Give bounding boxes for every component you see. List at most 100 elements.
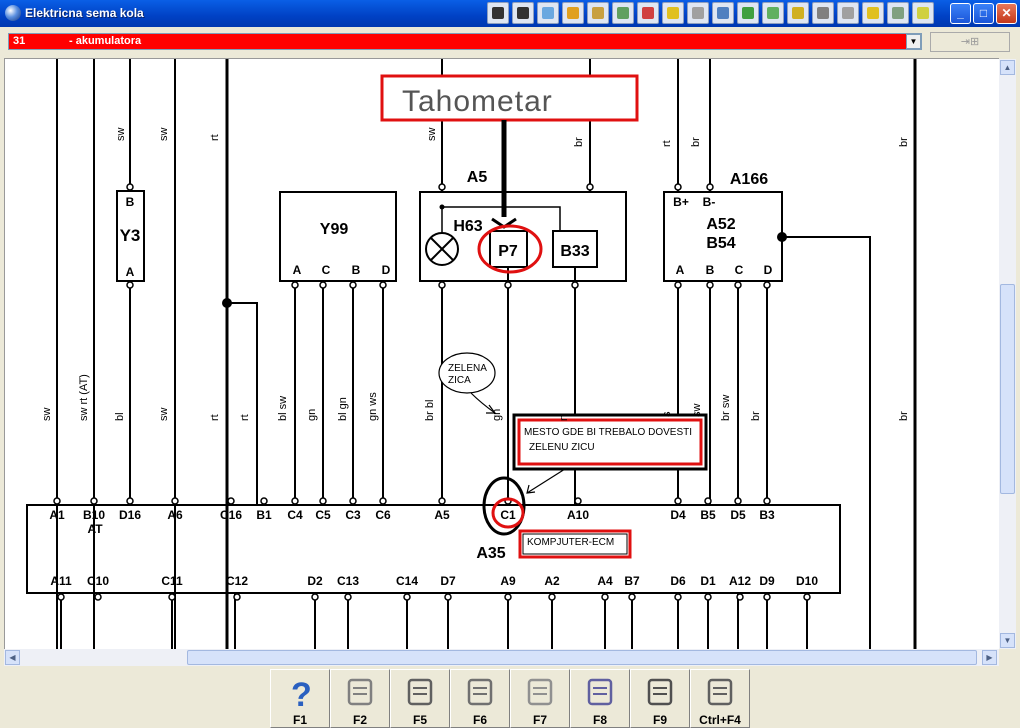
green-wire-label-1: ZELENA (448, 363, 487, 374)
toolbar-button-14[interactable] (812, 2, 834, 24)
scroll-left-button[interactable]: ◀ (5, 650, 20, 665)
ecm-pin-label: C10 (87, 574, 109, 588)
toolbar-button-3[interactable] (537, 2, 559, 24)
ecm-pin-label: A12 (729, 574, 751, 588)
toolbar-button-10[interactable] (712, 2, 734, 24)
component-icon (667, 7, 679, 19)
wire-color-label: br (898, 137, 910, 147)
window-title: Elektricna sema kola (25, 6, 144, 20)
schematic-canvas[interactable]: Tahometar ZELENA ZICA MESTO GDE BI TREBA… (4, 58, 999, 650)
pin-connector (803, 593, 811, 601)
toolbar-button-1[interactable] (487, 2, 509, 24)
y3-pin-b: B (126, 195, 135, 209)
toolbar-button-7[interactable] (637, 2, 659, 24)
pin-connector (319, 497, 327, 505)
wire-color-label: br (573, 137, 585, 147)
function-key-ctrl-f4[interactable]: Ctrl+F4 (690, 669, 750, 728)
tools-icon (817, 7, 829, 19)
scroll-right-button[interactable]: ▶ (982, 650, 997, 665)
function-key-f2[interactable]: F2 (330, 669, 390, 728)
ecm-pin-label: A6 (167, 508, 183, 522)
help-icon: ? (285, 674, 315, 714)
a166-label: A166 (730, 171, 768, 188)
ecm-pin-label: D16 (119, 508, 141, 522)
vertical-scroll-thumb[interactable] (1000, 284, 1015, 494)
toolbar-button-8[interactable] (662, 2, 684, 24)
a166-pin-c: C (735, 263, 744, 277)
toolbar-button-11[interactable] (737, 2, 759, 24)
circuit-selector[interactable]: 31 - akumulatora (8, 33, 922, 50)
pin-connector (574, 497, 582, 505)
y3-label: Y3 (120, 226, 141, 245)
toolbar-button-5[interactable] (587, 2, 609, 24)
pin-connector (349, 497, 357, 505)
goto-button[interactable]: ⇥⊞ (930, 32, 1010, 52)
wire-color-label: rt (558, 414, 570, 421)
ecm-pin-label: A2 (544, 574, 560, 588)
table-icon (705, 674, 735, 710)
wire-color-label: gn (491, 409, 503, 421)
warning-icon (867, 7, 879, 19)
selector-dropdown-button[interactable]: ▼ (906, 34, 921, 49)
toolbar-button-13[interactable] (787, 2, 809, 24)
wire-color-label: sw (158, 128, 170, 142)
function-key-f8[interactable]: F8 (570, 669, 630, 728)
a5-label: A5 (467, 169, 488, 186)
toolbar-button-6[interactable] (612, 2, 634, 24)
pin-connector (763, 593, 771, 601)
pin-connector (734, 497, 742, 505)
relay-icon (642, 7, 654, 19)
pin-connector (53, 497, 61, 505)
horizontal-scrollbar[interactable]: ◀ ▶ (4, 649, 999, 666)
wire-color-label: sw (41, 408, 53, 422)
function-key-f6[interactable]: F6 (450, 669, 510, 728)
wire-color-label: sw (115, 128, 127, 142)
maximize-button[interactable]: □ (973, 3, 994, 24)
horizontal-scroll-thumb[interactable] (187, 650, 977, 665)
wire-color-label: sw (426, 128, 438, 142)
y3-pin-a: A (126, 265, 135, 279)
ecm-pin-label: D5 (730, 508, 746, 522)
wire-color-label: bl (114, 412, 126, 421)
close-button[interactable]: ✕ (996, 3, 1017, 24)
toolbar-button-2[interactable] (512, 2, 534, 24)
wire-color-label: gn (306, 409, 318, 421)
ecm-pin-label: C14 (396, 574, 418, 588)
pin-connector (704, 593, 712, 601)
toolbar-button-4[interactable] (562, 2, 584, 24)
ecm-pin-label: D9 (759, 574, 775, 588)
toolbar-button-15[interactable] (837, 2, 859, 24)
scroll-up-button[interactable]: ▲ (1000, 60, 1015, 75)
pin-connector (171, 497, 179, 505)
function-key-f7[interactable]: F7 (510, 669, 570, 728)
chevron-down-icon: ▼ (1003, 636, 1012, 645)
toolbar-button-18[interactable] (912, 2, 934, 24)
b54-label: B54 (706, 235, 735, 252)
chevron-left-icon: ◀ (9, 653, 16, 662)
scroll-down-button[interactable]: ▼ (1000, 633, 1015, 648)
vertical-scrollbar[interactable]: ▲ ▼ (999, 59, 1016, 649)
pin-connector (504, 593, 512, 601)
a166-pin-b: B (706, 263, 715, 277)
toolbar-button-9[interactable] (687, 2, 709, 24)
wire-color-label: gn ws (367, 392, 379, 421)
pin-connector (674, 497, 682, 505)
a166-pin-a: A (676, 263, 685, 277)
toolbar-button-12[interactable] (762, 2, 784, 24)
pin-connector (403, 593, 411, 601)
y99-pin-3: B (352, 263, 361, 277)
minimize-button[interactable]: _ (950, 3, 971, 24)
function-key-f9[interactable]: F9 (630, 669, 690, 728)
toolbar-button-17[interactable] (887, 2, 909, 24)
maximize-icon: □ (979, 6, 988, 20)
wire-color-label: rt (209, 414, 221, 421)
ecm-pin-label: A11 (50, 574, 72, 588)
function-key-f5[interactable]: F5 (390, 669, 450, 728)
wire-color-label: sw rt (AT) (78, 374, 90, 421)
function-key-f1[interactable]: ?F1 (270, 669, 330, 728)
toolbar-button-16[interactable] (862, 2, 884, 24)
list-icon (892, 7, 904, 19)
pin-connector (94, 593, 102, 601)
ruler-icon (525, 674, 555, 710)
